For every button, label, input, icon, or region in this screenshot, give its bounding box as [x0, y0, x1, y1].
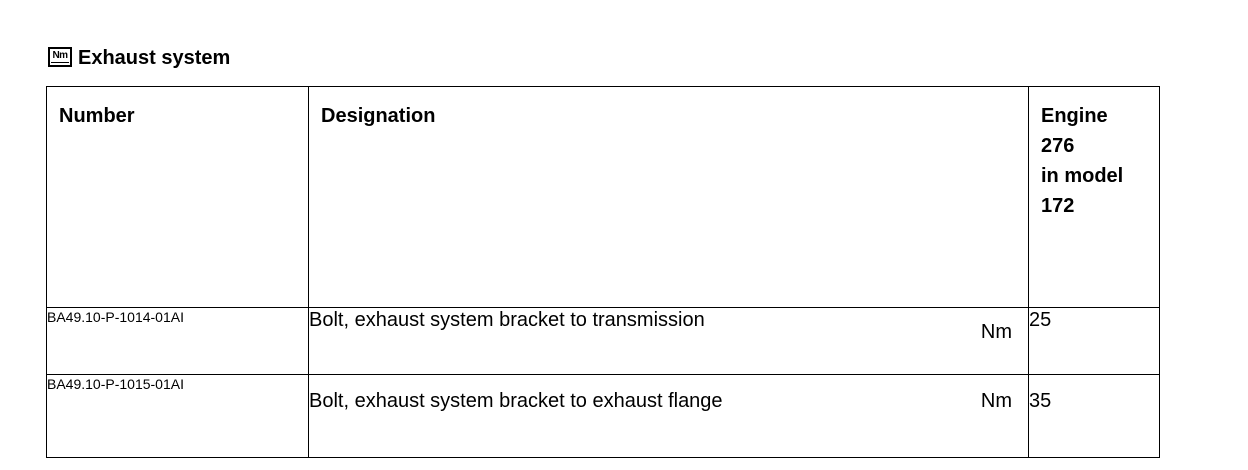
- header-engine-line: 172: [1041, 195, 1075, 217]
- torque-spec-table: Number Designation Engine 276 in model 1…: [46, 86, 1160, 458]
- row-value: 25: [1028, 307, 1160, 375]
- section-heading: Nm Exhaust system: [48, 40, 230, 70]
- table-row: BA49.10-P-1015-01AI Bolt, exhaust system…: [46, 374, 1160, 458]
- row-designation-cell: Bolt, exhaust system bracket to exhaust …: [308, 374, 1029, 458]
- row-number: BA49.10-P-1014-01AI: [46, 307, 309, 375]
- header-engine-line: Engine: [1041, 105, 1108, 127]
- table-row: BA49.10-P-1014-01AI Bolt, exhaust system…: [46, 307, 1160, 375]
- row-number: BA49.10-P-1015-01AI: [46, 374, 309, 458]
- header-designation: Designation: [308, 86, 1029, 308]
- row-designation: Bolt, exhaust system bracket to exhaust …: [309, 390, 723, 412]
- row-designation-cell: Bolt, exhaust system bracket to transmis…: [308, 307, 1029, 375]
- header-engine-line: 276: [1041, 135, 1075, 157]
- row-value: 35: [1028, 374, 1160, 458]
- header-designation-label: Designation: [321, 105, 436, 127]
- row-unit: Nm: [980, 321, 1012, 343]
- section-title: Exhaust system: [78, 47, 231, 69]
- header-engine-label: Engine 276 in model 172: [1029, 87, 1159, 221]
- header-engine-line: in model: [1041, 165, 1124, 187]
- table-header-row: Number Designation Engine 276 in model 1…: [46, 86, 1160, 308]
- row-designation: Bolt, exhaust system bracket to transmis…: [309, 309, 705, 331]
- header-engine: Engine 276 in model 172: [1028, 86, 1160, 308]
- header-number: Number: [46, 86, 309, 308]
- header-number-label: Number: [59, 105, 135, 127]
- nm-torque-icon: Nm: [48, 47, 72, 67]
- row-unit: Nm: [980, 390, 1012, 412]
